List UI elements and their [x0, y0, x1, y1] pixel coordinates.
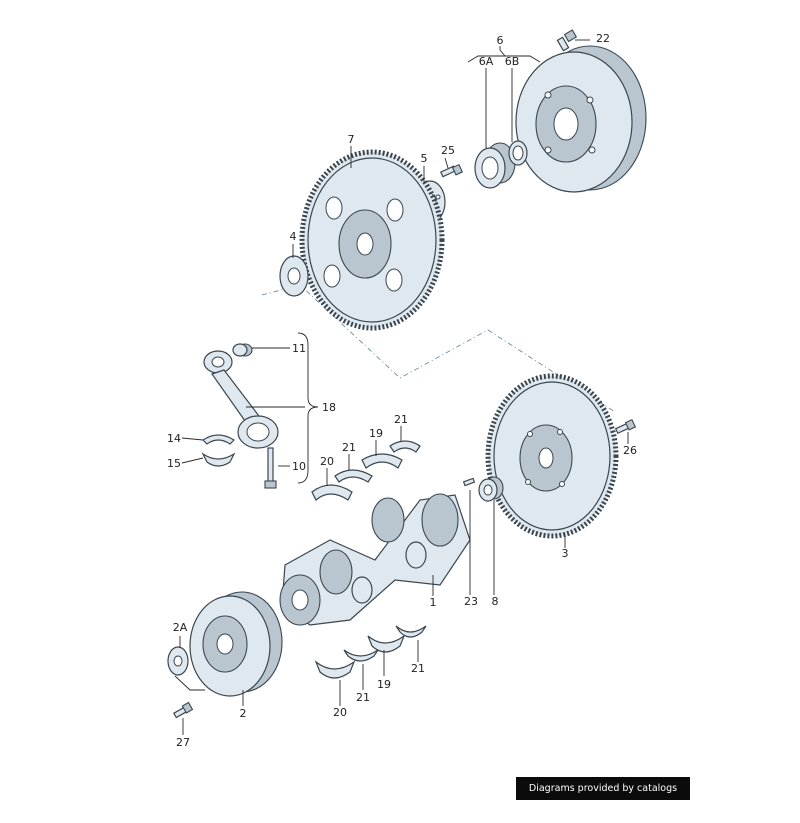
- label-3: 3: [562, 547, 569, 560]
- part-15-bearing-shell: [201, 452, 236, 467]
- label-18: 18: [322, 401, 336, 414]
- part-21-bearing-shell-upper-b: [389, 440, 421, 453]
- label-11: 11: [292, 342, 306, 355]
- label-19-upper: 19: [369, 427, 383, 440]
- part-2A-shim-plate: [167, 646, 189, 676]
- label-10: 10: [292, 460, 306, 473]
- part-20-bearing-shell-lower: [314, 660, 356, 679]
- part-22-bolt: [556, 29, 578, 52]
- label-8: 8: [492, 595, 499, 608]
- label-1: 1: [430, 596, 437, 609]
- label-19-lower: 19: [377, 678, 391, 691]
- label-27: 27: [176, 736, 190, 749]
- part-20-bearing-shell-upper: [311, 484, 353, 501]
- label-21-upper-b: 21: [394, 413, 408, 426]
- label-7: 7: [348, 133, 355, 146]
- part-4-shim-plate: [279, 255, 309, 297]
- part-14-bearing-shell: [202, 434, 235, 445]
- label-15: 15: [167, 457, 181, 470]
- part-connecting-rod: [203, 350, 279, 449]
- part-19-bearing-shell-lower: [367, 634, 406, 653]
- label-6A: 6A: [479, 55, 494, 68]
- part-23-pin: [462, 477, 476, 487]
- part-27-bolt: [172, 701, 194, 719]
- label-2A: 2A: [173, 621, 188, 634]
- label-4: 4: [290, 230, 297, 243]
- label-23: 23: [464, 595, 478, 608]
- label-21-upper-a: 21: [342, 441, 356, 454]
- part-1-crankshaft: [279, 493, 471, 626]
- part-19-bearing-shell-upper: [361, 453, 403, 469]
- label-21-lower-b: 21: [411, 662, 425, 675]
- part-21-bearing-shell-lower-a: [343, 649, 379, 662]
- part-11-bushing: [232, 343, 253, 357]
- part-21-bearing-shell-upper-a: [334, 469, 373, 483]
- label-20-lower: 20: [333, 706, 347, 719]
- label-2: 2: [240, 707, 247, 720]
- label-22: 22: [596, 32, 610, 45]
- exploded-parts-diagram: 6 6A 6B 22 25 5 7 4 11 18 14 15 10 20 21…: [167, 29, 647, 749]
- credit-banner: Diagrams provided by catalogs parts: [516, 777, 690, 817]
- label-20-upper: 20: [320, 455, 334, 468]
- part-3-flywheel: [485, 373, 619, 539]
- part-8-gear: [478, 476, 504, 502]
- label-25: 25: [441, 144, 455, 157]
- part-6B-ring: [508, 140, 528, 166]
- part-25-bolt: [440, 163, 464, 178]
- part-6A-needle-bearing: [474, 142, 516, 189]
- part-7-drive-plate: [299, 149, 445, 331]
- label-21-lower-a: 21: [356, 691, 370, 704]
- part-6-dual-mass-flywheel: [515, 45, 647, 193]
- label-14: 14: [167, 432, 181, 445]
- part-21-bearing-shell-lower-b: [395, 625, 427, 638]
- part-labels: 6 6A 6B 22 25 5 7 4 11 18 14 15 10 20 21…: [167, 32, 637, 749]
- part-10-bolt: [264, 447, 277, 489]
- label-6: 6: [497, 34, 504, 47]
- label-5: 5: [421, 152, 428, 165]
- leader-lines: [174, 39, 629, 735]
- part-26-bolt: [614, 418, 637, 435]
- label-26: 26: [623, 444, 637, 457]
- part-2-vibration-damper: [189, 591, 283, 697]
- label-6B: 6B: [505, 55, 520, 68]
